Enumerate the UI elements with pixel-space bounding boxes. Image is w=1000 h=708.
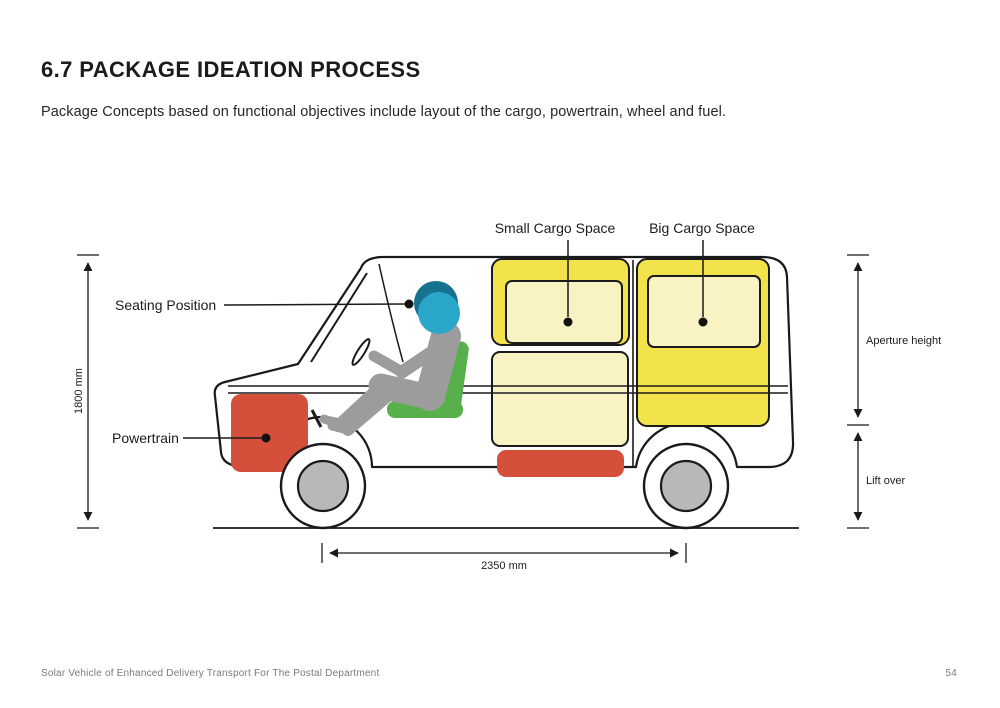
steering-wheel — [351, 338, 371, 366]
driver-shin-left — [334, 380, 387, 430]
driver-body — [319, 321, 461, 436]
dimension-lines — [77, 254, 869, 563]
front-wheel-hub — [296, 459, 350, 513]
driver-thigh — [368, 373, 442, 410]
small-cargo-window — [505, 280, 623, 344]
dim-height-label: 1800 mm — [73, 368, 85, 414]
footer-page-number: 54 — [945, 668, 957, 679]
sliding-door-panel — [491, 351, 629, 447]
dim-aperture-label: Aperture height — [866, 335, 941, 347]
anchor-dot-powertrain — [261, 433, 271, 443]
page-subtitle: Package Concepts based on functional obj… — [41, 103, 727, 120]
windshield-line — [310, 272, 368, 363]
rear-wheel-hub — [659, 459, 713, 513]
label-big-cargo: Big Cargo Space — [649, 220, 755, 236]
dim-liftover-label: Lift over — [866, 475, 905, 487]
big-cargo-window — [647, 275, 761, 348]
anchor-dot-big-cargo — [698, 317, 708, 327]
label-powertrain: Powertrain — [112, 430, 179, 446]
body-trim-lines — [228, 260, 788, 466]
dim-wheelbase-label: 2350 mm — [481, 560, 527, 572]
anchor-dot-seating — [404, 299, 414, 309]
driver-forearm — [368, 350, 408, 378]
leader-line-seating — [223, 303, 407, 306]
page-footer: Solar Vehicle of Enhanced Delivery Trans… — [41, 668, 957, 679]
cab-details — [310, 263, 404, 428]
annotations: Seating Position Powertrain Small Cargo … — [112, 220, 755, 446]
driver-foot-right — [327, 421, 353, 435]
page-title: 6.7 PACKAGE IDEATION PROCESS — [41, 56, 421, 82]
footer-document-title: Solar Vehicle of Enhanced Delivery Trans… — [41, 668, 380, 679]
driver-upper-arm — [395, 339, 448, 379]
driver-head — [418, 292, 460, 334]
underbody-block — [497, 450, 624, 477]
anchor-dot-small-cargo — [563, 317, 573, 327]
label-small-cargo: Small Cargo Space — [495, 220, 616, 236]
a-pillar-line — [378, 263, 404, 363]
driver-shin-right — [342, 388, 396, 436]
powertrain-block — [231, 394, 308, 472]
label-seating-position: Seating Position — [115, 297, 216, 313]
pedal-line — [310, 409, 323, 428]
